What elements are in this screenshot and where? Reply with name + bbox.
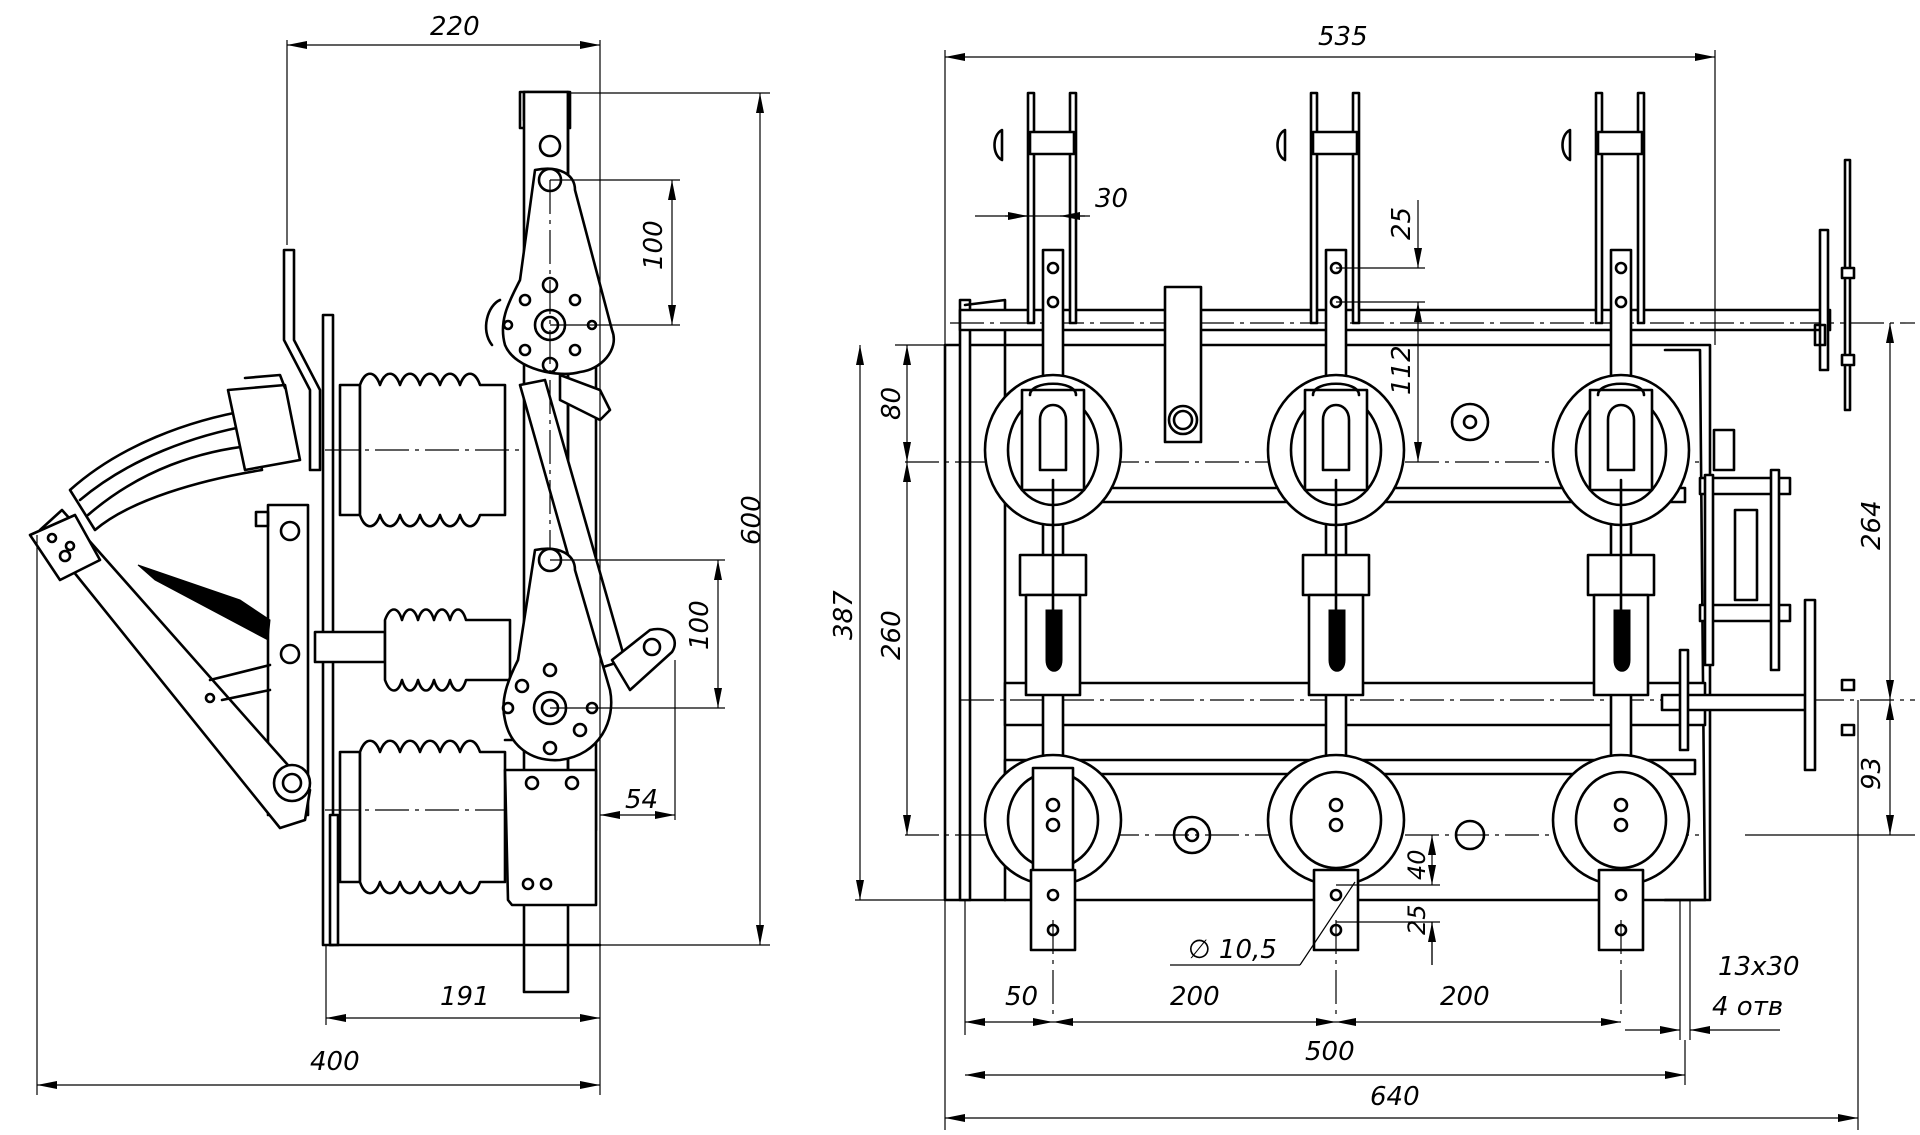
dim-side-100-lower: 100 xyxy=(685,600,715,650)
side-view-dimensions: 220 600 100 100 54 191 xyxy=(36,12,770,1095)
dim-front-640: 640 xyxy=(1370,1082,1420,1112)
middle-insulator xyxy=(313,608,512,692)
frame-bosses xyxy=(1172,402,1490,855)
dim-front-112: 112 xyxy=(1387,345,1417,395)
dim-side-220: 220 xyxy=(430,12,480,42)
side-view: 220 600 100 100 54 191 xyxy=(28,12,770,1095)
dim-front-diameter: ∅ 10,5 xyxy=(1188,935,1277,965)
dim-front-200-right: 200 xyxy=(1440,982,1490,1012)
dim-side-600: 600 xyxy=(737,495,767,545)
dim-front-535: 535 xyxy=(1318,22,1368,52)
lower-insulator xyxy=(325,739,520,895)
lower-crank xyxy=(501,547,677,762)
dim-side-54: 54 xyxy=(625,785,658,815)
dim-front-264: 264 xyxy=(1857,500,1887,550)
pole-1 xyxy=(983,91,1123,1020)
dim-front-slot-count: 4 отв xyxy=(1712,992,1783,1022)
dim-front-260: 260 xyxy=(877,610,907,660)
pole-2 xyxy=(1266,91,1406,1020)
dim-side-100-upper: 100 xyxy=(639,220,669,270)
front-view: 535 30 25 112 80 260 387 xyxy=(829,22,1915,1130)
center-lug xyxy=(1163,285,1203,444)
dim-front-200-left: 200 xyxy=(1170,982,1220,1012)
dim-front-25-top: 25 xyxy=(1387,207,1417,240)
dim-front-500: 500 xyxy=(1305,1037,1355,1067)
pole-3 xyxy=(1551,91,1691,1020)
front-view-dimensions: 535 30 25 112 80 260 387 xyxy=(829,22,1915,1130)
dim-front-50: 50 xyxy=(1005,982,1038,1012)
drive-mechanism xyxy=(1660,158,1856,772)
dim-front-80: 80 xyxy=(877,387,907,420)
dim-front-30: 30 xyxy=(1095,184,1128,214)
blade-arm xyxy=(28,508,312,830)
dim-front-slot-size: 13x30 xyxy=(1718,952,1800,982)
dim-front-25-bottom: 25 xyxy=(1403,904,1431,935)
dim-front-387: 387 xyxy=(829,590,859,640)
dim-side-191: 191 xyxy=(440,982,490,1012)
dim-side-400: 400 xyxy=(310,1047,360,1077)
dim-front-40: 40 xyxy=(1403,849,1431,880)
dim-front-93: 93 xyxy=(1857,757,1887,790)
mount-plate xyxy=(282,248,340,947)
arcing-horn xyxy=(68,373,302,532)
upper-insulator xyxy=(325,372,520,528)
